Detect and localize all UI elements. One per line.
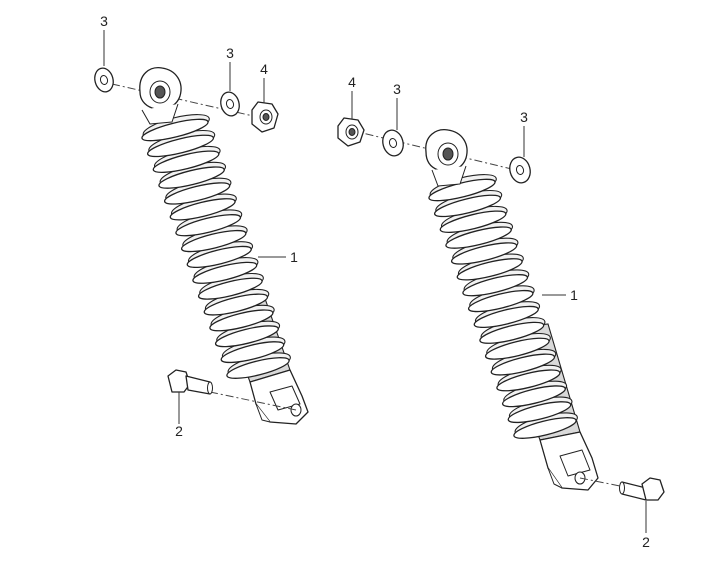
spring-coil [479,321,545,344]
right-outer-washer [509,156,531,184]
spring-coil [203,293,269,316]
left-outer-washer [94,67,114,93]
left-top-mounting-axis [111,83,263,119]
callout-bolt-left: 2 [175,423,183,439]
spring-coil [186,245,252,269]
left-inner-washer [220,91,240,117]
spring-coil [169,198,236,221]
spring-coil [467,289,534,313]
left-lower-clevis [249,369,309,425]
spring-coil [141,118,209,142]
spring-coil [445,226,512,249]
left-bolt [167,369,213,395]
spring-coil [220,341,285,364]
left-nut [251,101,279,133]
spring-coil [146,134,215,158]
spring-coil [450,242,518,265]
callout-nut-right: 4 [348,74,356,90]
callout-bolt-right: 2 [642,534,650,550]
right-top-mounting-axis [349,129,525,173]
callout-washer-left-top: 3 [100,13,108,29]
spring-coil [175,214,242,237]
spring-coil [473,305,539,329]
spring-coil [158,166,225,189]
right-nut [337,117,365,147]
callout-washer-right-mid: 3 [393,81,401,97]
callout-shock-left: 1 [290,249,298,265]
callout-shock-right: 1 [570,287,578,303]
spring-coil [456,258,523,281]
spring-coil [513,417,577,439]
callout-washer-right-top: 3 [520,109,528,125]
spring-coil [433,194,502,218]
right-lower-clevis [539,431,599,491]
spring-coil [226,357,290,379]
spring-coil [152,150,220,174]
right-bolt [619,477,665,501]
spring-coil [496,369,561,392]
right-coil-spring [428,174,578,439]
right-shock-assembly [337,117,665,501]
spring-coil [501,385,566,408]
spring-coil [209,309,274,332]
spring-coil [197,277,263,300]
callout-washer-left-mid: 3 [226,45,234,61]
spring-coil [192,261,258,284]
left-coil-spring [141,114,291,379]
spring-coil [484,337,550,360]
spring-coil [214,325,279,348]
left-shock-assembly [94,67,309,425]
spring-coil [163,182,231,205]
spring-coil [507,401,572,424]
spring-coil [462,274,529,297]
spring-coil [180,229,247,253]
left-top-eye [139,67,182,125]
callout-nut-left: 4 [260,61,268,77]
right-top-eye [425,129,468,187]
spring-coil [490,353,556,376]
left-bottom-mounting-axis [209,391,297,411]
spring-coil [439,210,507,234]
callout-labels: 3 3 4 1 2 4 3 3 1 2 [100,13,650,550]
right-inner-washer [382,129,404,157]
